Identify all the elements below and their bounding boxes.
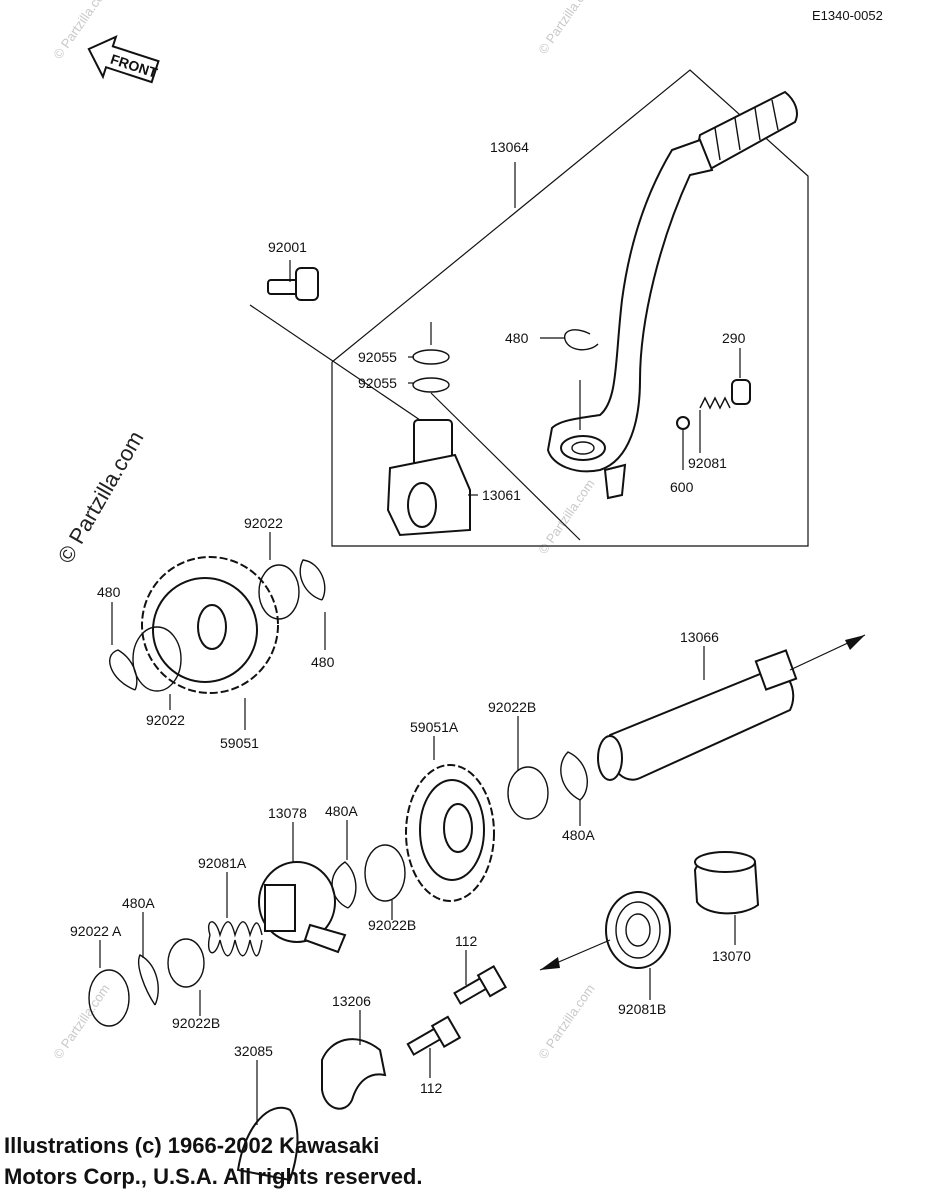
label-13070: 13070 [712,948,751,964]
label-480A-left: 480A [122,895,155,911]
ratchet-13078 [258,861,347,954]
washer-92022B-top [507,766,549,820]
label-92022B-low: 92022B [172,1015,220,1031]
label-13064: 13064 [490,139,529,155]
label-92022A: 92022 A [70,923,122,939]
label-92022B-mid: 92022B [368,917,416,933]
bolt-92001 [267,267,319,301]
label-92055-a: 92055 [358,349,397,365]
gear-59051A [405,764,495,902]
bolt-112-top [453,964,508,1005]
label-290: 290 [722,330,746,346]
guide-32085 [236,1106,299,1182]
circlip-480-right [299,559,326,601]
ring-92055-a [412,349,450,365]
label-480A-mid: 480A [325,803,358,819]
label-92055-b: 92055 [358,375,397,391]
label-480-top: 480 [505,330,529,346]
copyright-line-2: Motors Corp., U.S.A. All rights reserved… [4,1164,423,1189]
leader-lines [99,162,741,1125]
circlip-480A-left [138,954,159,1006]
kick-pedal-boundary [331,69,809,547]
label-480A-right: 480A [562,827,595,843]
copyright-line-1: Illustrations (c) 1966-2002 Kawasaki [4,1133,380,1158]
bolt-112-low [406,1015,462,1056]
watermark: © Partzilla.com [535,0,598,57]
label-480-left: 480 [97,584,121,600]
diagram-code: E1340-0052 [812,8,883,23]
spring-92081B [605,891,671,969]
label-92081A: 92081A [198,855,247,871]
kick-pedal [546,90,798,500]
plate-13206 [321,1038,387,1110]
watermark: © Partzilla.com [535,981,598,1061]
copyright-notice: Illustrations (c) 1966-2002 Kawasaki Mot… [4,1130,422,1192]
arrow-head-92081B [540,957,560,970]
label-480-right: 480 [311,654,335,670]
shaft-13061 [386,419,471,537]
label-92022-top: 92022 [244,515,283,531]
label-13206: 13206 [332,993,371,1009]
label-112-top: 112 [455,933,478,949]
gear-59051 [141,556,279,694]
label-92001: 92001 [268,239,307,255]
label-59051A: 59051A [410,719,459,735]
label-13066: 13066 [680,629,719,645]
front-arrow: FRONT [87,34,160,84]
label-112-low: 112 [420,1080,443,1096]
washer-92022B-mid [364,844,406,902]
washer-92022-right [258,564,300,620]
circlip-480A-mid [331,861,357,909]
circlip-480A-right [560,751,588,801]
label-600: 600 [670,479,694,495]
label-59051: 59051 [220,735,259,751]
label-32085: 32085 [234,1043,273,1059]
washer-92022B-low [167,938,205,988]
kick-shaft-13066 [597,634,866,781]
label-92081: 92081 [688,455,727,471]
spring-92081A [208,921,263,957]
circlip-480-top [563,329,599,351]
watermark: © Partzilla.com [50,981,113,1061]
partzilla-watermark: © Partzilla.com [53,427,149,568]
washer-92022-left [132,626,182,692]
label-92081B: 92081B [618,1001,666,1017]
spring-92081 [699,396,731,410]
ball-600 [676,416,690,430]
ring-92055-b [412,377,450,393]
circlip-480-left [109,649,138,691]
watermark: © Partzilla.com [535,476,598,556]
washer-92022A [88,969,130,1027]
label-92022-bottom: 92022 [146,712,185,728]
label-92022B-top: 92022B [488,699,536,715]
cap-290 [731,379,751,405]
collar-13070 [693,851,760,915]
label-13061: 13061 [482,487,521,503]
label-13078: 13078 [268,805,307,821]
